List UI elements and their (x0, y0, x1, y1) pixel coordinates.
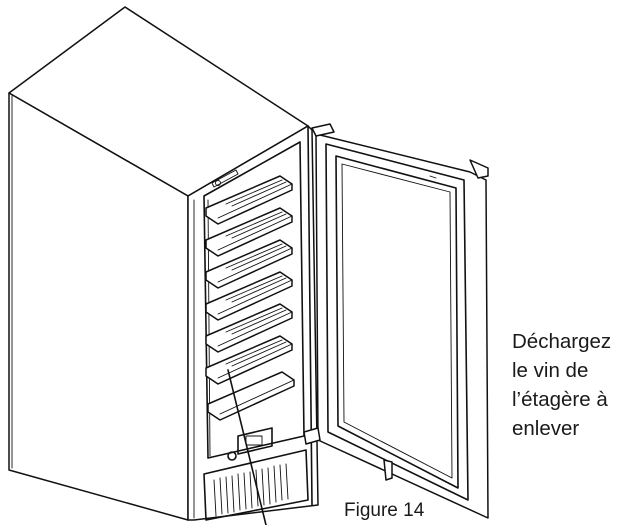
open-glass-door (303, 123, 489, 519)
caption-line-2: le vin de (512, 359, 589, 382)
caption-line-4: enlever (512, 417, 580, 440)
door-handle (469, 159, 489, 179)
shelf-to-remove (205, 335, 293, 385)
top-hinge (211, 169, 239, 188)
control-panel (227, 427, 273, 461)
leader-line (227, 369, 267, 525)
bottom-grille (203, 449, 309, 521)
caption-line-1: Déchargez (512, 330, 612, 353)
caption-line-3: l’étagère à (512, 388, 608, 411)
instruction-caption: Déchargez le vin de l’étagère à enlever (512, 327, 611, 443)
figure-label: Figure 14 (344, 500, 425, 521)
wine-shelves (205, 175, 295, 421)
